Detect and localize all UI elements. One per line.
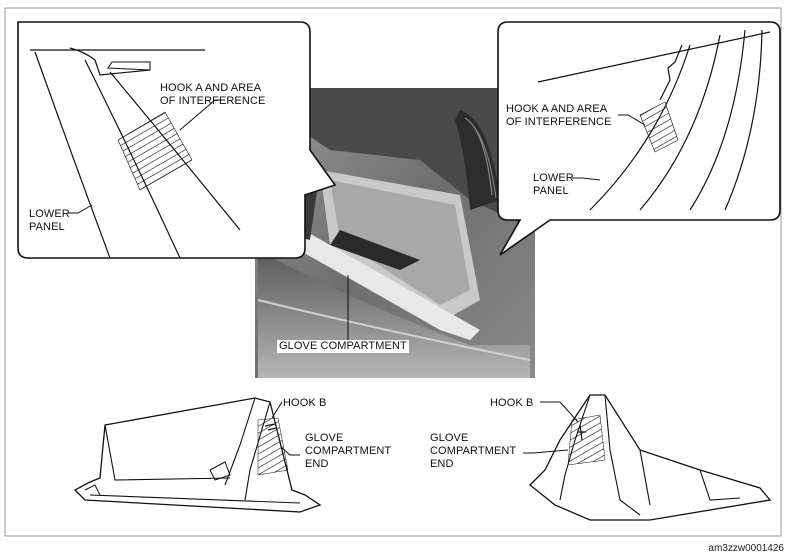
right-detail-callout <box>497 21 781 256</box>
hook-b-right-label: HOOK B <box>490 397 534 409</box>
hook-b-left-label: HOOK B <box>283 397 327 409</box>
right-lower-panel-label: LOWER PANEL <box>533 172 574 197</box>
glove-compartment-end-right-label: GLOVE COMPARTMENT END <box>430 432 517 470</box>
left-lower-panel-label: LOWER PANEL <box>29 208 70 233</box>
figure-border <box>4 7 782 537</box>
glove-compartment-end-left-label: GLOVE COMPARTMENT END <box>305 432 392 470</box>
glove-compartment-right-view <box>523 394 772 521</box>
glove-compartment-left-view <box>73 397 322 513</box>
left-detail-callout <box>17 21 337 259</box>
glove-compartment-label: GLOVE COMPARTMENT <box>277 340 409 353</box>
right-hook-a-label: HOOK A AND AREA OF INTERFERENCE <box>506 103 612 128</box>
figure-code: am3zzw0001426 <box>708 543 784 554</box>
left-hook-a-label: HOOK A AND AREA OF INTERFERENCE <box>160 82 266 107</box>
